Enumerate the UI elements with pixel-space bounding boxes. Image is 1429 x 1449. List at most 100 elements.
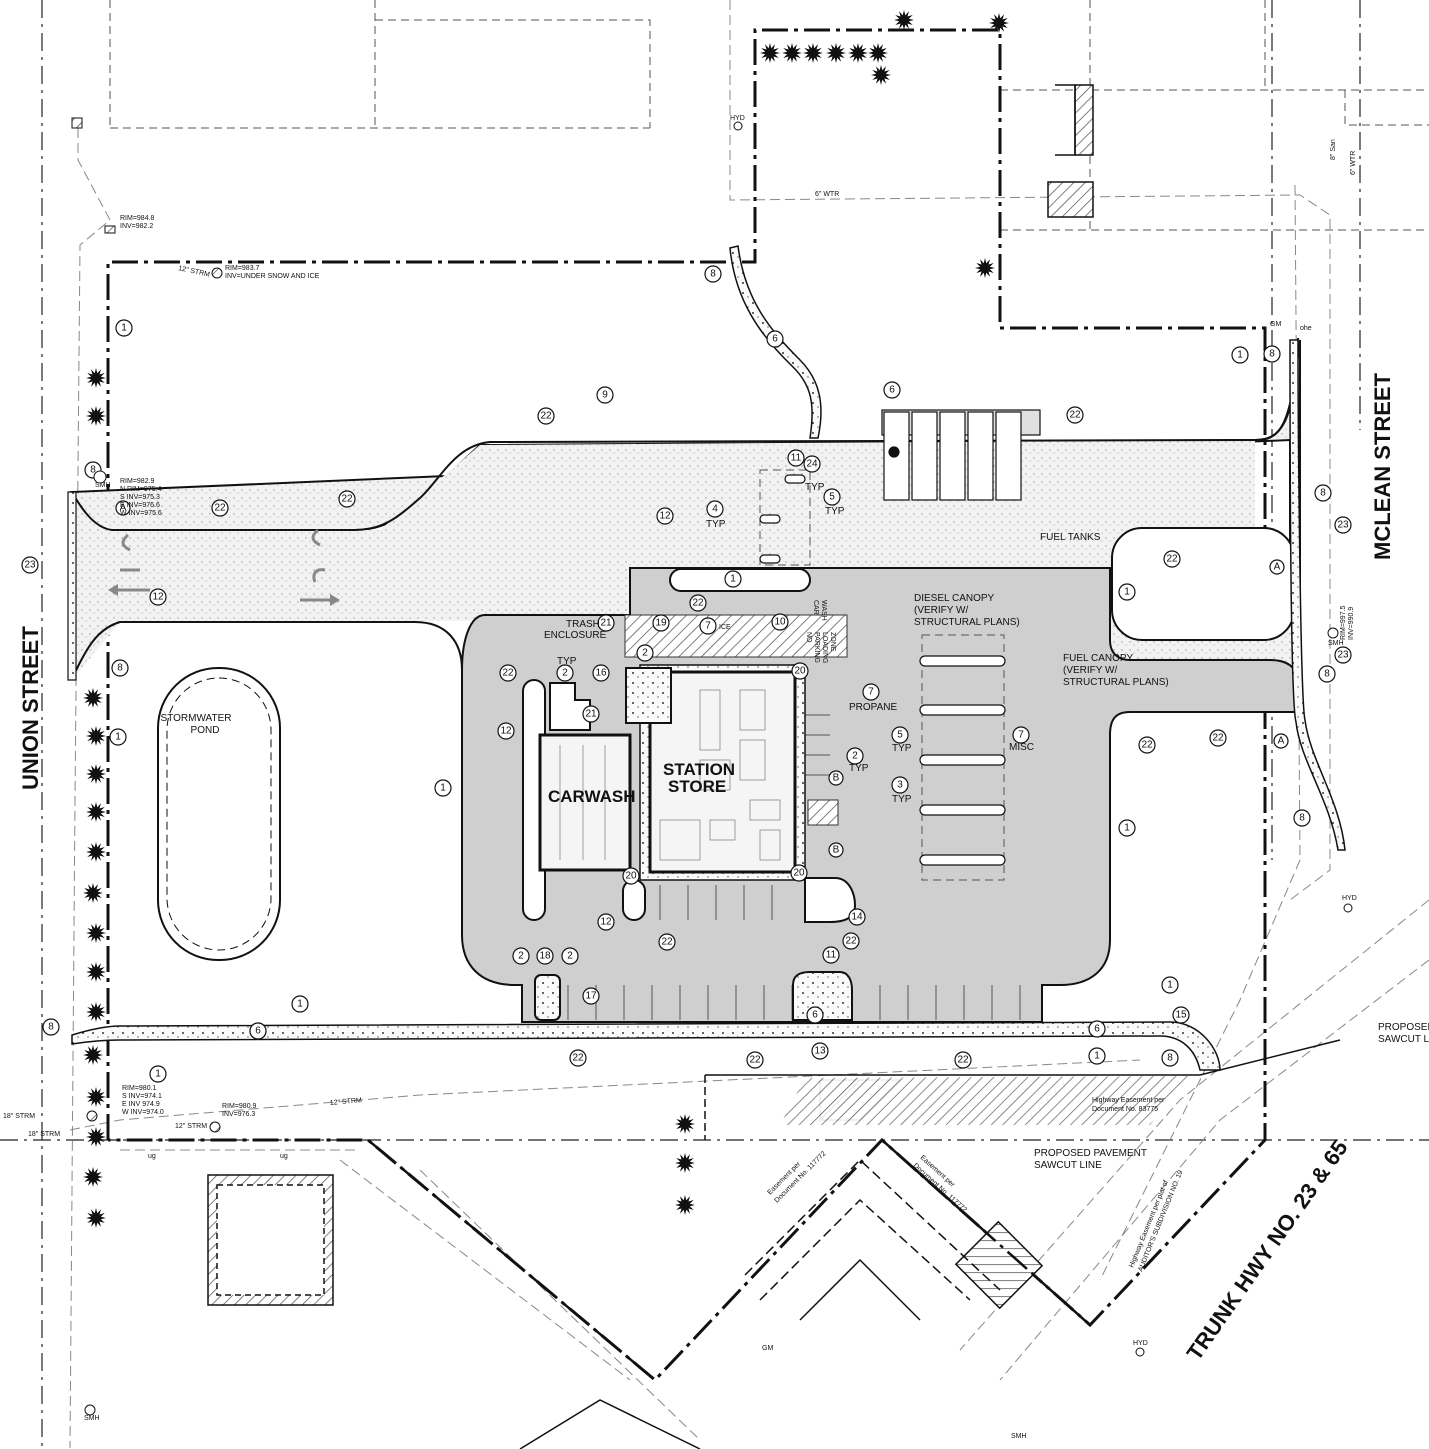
keynote-number: 24 [806,459,818,470]
keynote-number: 20 [793,868,805,879]
fuel-canopy-line3: STRUCTURAL PLANS) [1063,677,1169,688]
keynote-number: 1 [1094,1051,1100,1062]
keynote-circle [1172,1006,1190,1024]
keynote-number: 1 [1124,587,1130,598]
keynote-marker: 8 [42,1018,60,1036]
keynote-marker: 8 [1161,1049,1179,1067]
keynote-circle [622,867,640,885]
tree-symbol [83,688,103,708]
keynote-marker: 8 [1263,345,1281,363]
keynote-marker: 23 [1334,516,1352,534]
tree-symbol [871,65,891,85]
keynote-number: 1 [1237,350,1243,361]
typ-label-d: TYP [706,519,726,530]
keynote-marker: 20 [790,864,808,882]
tree-symbol [86,368,106,388]
keynote-marker: 13 [811,1042,829,1060]
island-east [1111,527,1295,641]
typ-label-e: TYP [849,763,869,774]
keynote-marker: 11 [822,946,840,964]
keynote-number: 12 [500,726,512,737]
keynote-marker: 22 [569,1049,587,1067]
ug-label-a: ug [148,1153,156,1160]
keynote-marker: 1 [724,570,742,588]
keynote-marker: 2 [636,644,654,662]
keynote-circle [249,1022,267,1040]
keynote-circle [846,747,864,765]
fuel-canopy-line2: (VERIFY W/ [1063,665,1117,676]
keynote-marker: 22 [1138,736,1156,754]
keynote-marker: 7 [699,617,717,635]
keynote-circle [556,664,574,682]
keynote-marker: 8 [111,659,129,677]
hyd-label-c: HYD [1133,1340,1148,1347]
keynote-marker: 15 [1172,1006,1190,1024]
keynote-number: 6 [255,1026,261,1037]
keynote-marker: 6 [883,381,901,399]
keynote-circle [597,913,615,931]
keynote-number: 8 [1167,1053,1173,1064]
tree-symbol [86,802,106,822]
street-label-union: UNION STREET [18,626,43,790]
keynote-number: 12 [659,511,671,522]
keynote-number: 22 [1212,733,1224,744]
property-boundary [106,28,1267,1383]
keynote-number: 17 [585,991,597,1002]
keynote-number: 22 [692,598,704,609]
detail-mark-letter: B [833,773,840,784]
stormwater-pond: STORMWATER POND [157,667,281,961]
keynote-marker: 2 [556,664,574,682]
detail-mark-letter: A [1274,562,1281,573]
keynote-circle [497,722,515,740]
keynote-circle [1161,1049,1179,1067]
keynote-marker: 10 [771,613,789,631]
keynote-number: 1 [730,574,736,585]
trash-label-line2: ENCLOSURE [544,630,607,641]
diesel-canopy-outline [759,469,811,566]
keynote-number: 22 [502,668,514,679]
keynote-marker: 6 [1088,1020,1106,1038]
diesel-canopy-line3: STRUCTURAL PLANS) [914,617,1020,628]
keynote-number: 21 [585,709,597,720]
mh-snow-rim: RIM=983.7 [225,265,260,272]
tree-symbol [975,258,995,278]
keynote-marker: 1 [1161,976,1179,994]
keynote-circle [954,1051,972,1069]
keynote-number: 3 [897,780,903,791]
keynote-circle [823,488,841,506]
keynote-circle [592,664,610,682]
detail-mark-circle [115,500,131,516]
tree-symbol [86,726,106,746]
keynote-marker: 23 [1334,646,1352,664]
keynote-circle [1334,646,1352,664]
keynote-marker: 22 [689,594,707,612]
mh-bottom-e: E INV 974.9 [122,1101,160,1108]
keynote-marker: 6 [766,330,784,348]
smh-right-inv: INV=990.9 [1348,607,1355,640]
keynote-number: 7 [705,621,711,632]
keynote-marker: 22 [338,490,356,508]
hwy-easement-line1: Highway Easement per [1092,1097,1165,1104]
keynote-number: 22 [214,503,226,514]
keynote-circle [1209,729,1227,747]
west-sidewalk [67,491,77,681]
storm-label-e: 18" STRM [28,1131,60,1138]
keynote-number: 8 [117,663,123,674]
tree-symbol [86,1208,106,1228]
station-label-line1: STATION [663,760,735,779]
mh-bottom2-inv: INV=976.3 [222,1111,255,1118]
keynote-marker: 16 [592,664,610,682]
keynote-number: 20 [625,871,637,882]
keynote-number: 8 [710,269,716,280]
keynote-number: 22 [1166,554,1178,565]
keynote-number: 22 [1069,410,1081,421]
keynote-number: 1 [115,732,121,743]
car-wash-sign-line1: CAR [812,600,819,615]
keynote-number: 22 [957,1055,969,1066]
trees [83,10,1009,1228]
south-curb [71,621,463,679]
keynote-number: 1 [1167,980,1173,991]
keynote-marker: 19 [652,614,670,632]
keynote-number: 15 [1175,1010,1187,1021]
